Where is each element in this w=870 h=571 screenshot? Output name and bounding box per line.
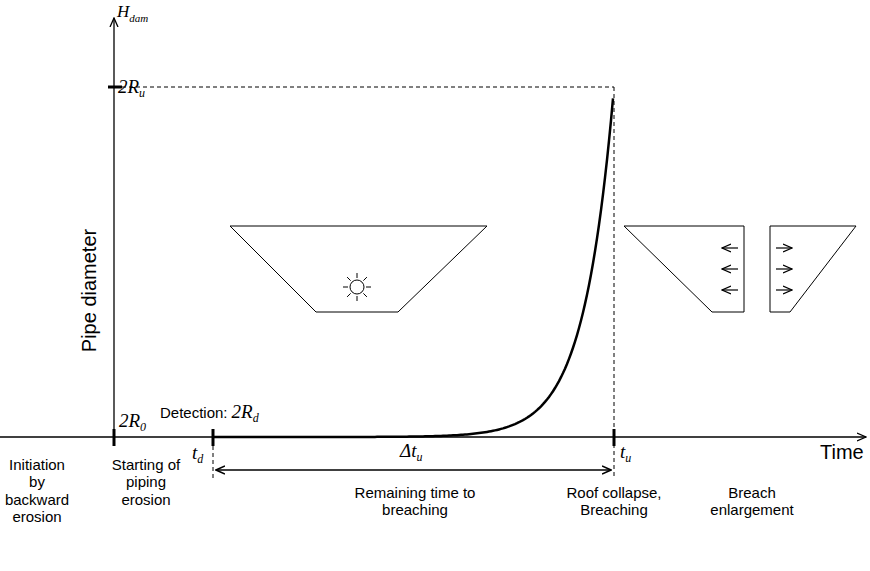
tick: [113, 429, 116, 446]
erosion-ray: [343, 287, 348, 288]
growth-curve: [213, 98, 613, 437]
time-label: t: [192, 442, 197, 464]
dam-left-part: [624, 226, 744, 312]
time-label: t: [620, 441, 625, 463]
duration-note: Remaining time to breaching: [340, 484, 490, 519]
duration-arrow: [216, 469, 611, 471]
guide-line: [213, 446, 214, 478]
pipe-hole: [350, 280, 364, 294]
tick-label-subscript: u: [139, 87, 145, 101]
guide-line: [614, 87, 615, 478]
duration-subscript: u: [416, 451, 422, 465]
y-axis: [113, 18, 114, 437]
event-note: Roof collapse, Breaching: [559, 484, 669, 519]
detection-value: 2R: [232, 401, 253, 423]
erosion-ray: [363, 277, 367, 281]
detection-label: Detection:: [160, 404, 228, 421]
erosion-ray: [357, 296, 358, 301]
erosion-rays: [343, 273, 371, 301]
axis-label: H: [117, 2, 129, 22]
guide-line: [122, 87, 614, 88]
time-subscript: u: [625, 452, 631, 466]
erosion-ray: [347, 277, 351, 281]
phase-label: Starting of piping erosion: [106, 456, 186, 508]
axis-title: Pipe diameter: [79, 228, 102, 351]
time-subscript: d: [197, 453, 203, 467]
duration-label: Δt: [400, 440, 416, 462]
tick-label: 2R: [119, 410, 140, 432]
erosion-ray: [357, 273, 358, 278]
erosion-ray: [366, 287, 371, 288]
dam-section: [230, 226, 487, 312]
axis-title: Time: [820, 441, 864, 464]
erosion-ray: [347, 293, 351, 297]
detection-subscript: d: [253, 412, 259, 426]
axis-label-subscript: dam: [129, 12, 148, 25]
tick-label: 2R: [118, 76, 139, 98]
enlargement-arrows: [722, 248, 792, 290]
phase-label: Initiation by backward erosion: [2, 456, 72, 525]
dam-right-part: [770, 226, 856, 312]
phase-label: Breach enlargement: [692, 484, 812, 519]
tick-label-subscript: 0: [140, 421, 146, 435]
erosion-ray: [363, 293, 367, 297]
